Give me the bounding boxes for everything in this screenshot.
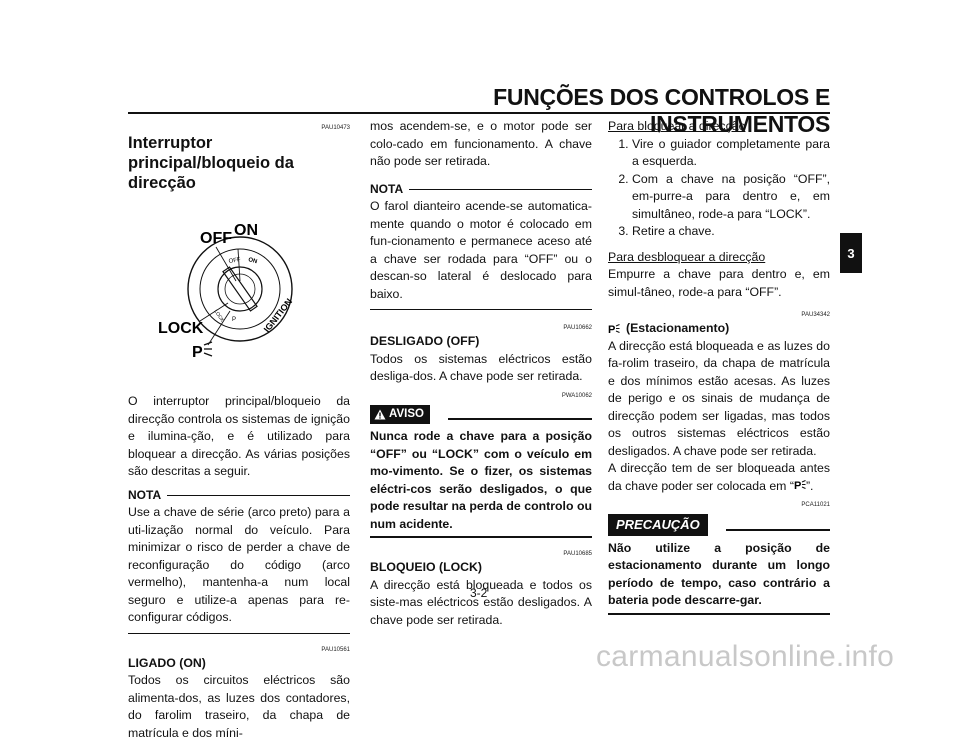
intro-paragraph: O interruptor principal/bloqueio da dire… [128, 394, 350, 478]
section-code: PCA11021 [801, 502, 830, 508]
parking-text-2-b: ”. [805, 478, 814, 493]
aviso-rule [447, 418, 592, 421]
off-title: DESLIGADO (OFF) [370, 334, 480, 348]
column-2: mos acendem-se, e o motor pode ser colo-… [370, 118, 592, 629]
on-title: LIGADO (ON) [128, 655, 206, 670]
section-title: Interruptor principal/bloqueio da direcç… [128, 134, 294, 192]
column-3: Para bloquear a direcção Vire o guiador … [608, 118, 830, 615]
precaucao-text: Não utilize a posição de estacionamento … [608, 540, 830, 608]
page-number: 3-2 [470, 586, 488, 600]
watermark[interactable]: carmanualsonline.info [596, 640, 895, 673]
precaucao-badge: PRECAUÇÃO [608, 514, 708, 536]
nota-rule [409, 188, 592, 190]
parking-title: (Estacionamento) [626, 321, 730, 335]
parking-icon: P [608, 324, 620, 334]
on-text: Todos os circuitos eléctricos são alimen… [128, 673, 350, 740]
nota-end-rule [370, 309, 592, 310]
section-code: PAU34342 [801, 312, 830, 318]
section-code: PWA10062 [561, 392, 592, 399]
page-header-title: FUNÇÕES DOS CONTROLOS E INSTRUMENTOS [493, 84, 830, 137]
label-on: ON [234, 222, 258, 239]
label-parking: P [192, 344, 203, 361]
parking-icon: P [794, 480, 806, 492]
aviso-label: AVISO [389, 407, 424, 420]
parking-title-row: P (Estacionamento) [608, 320, 830, 338]
chapter-tab[interactable]: 3 [840, 233, 862, 273]
parking-text: A direcção está bloqueada e as luzes do … [608, 338, 830, 458]
precaucao-end-rule [608, 612, 830, 615]
ignition-switch-illustration: OFF ON LOCK P IGNITION OFF ON LOCK P [158, 222, 294, 361]
section-code: PAU10561 [321, 646, 350, 653]
unlock-steering-heading: Para desbloquear a direcção [608, 249, 766, 264]
unlock-text: Empurre a chave para dentro e, em simul-… [608, 267, 830, 299]
list-item: Com a chave na posição “OFF”, em-purre-a… [632, 171, 830, 224]
off-text: Todos os sistemas eléctricos estão desli… [370, 351, 592, 384]
parking-text-2-a: A direcção tem de ser bloqueada antes da… [608, 461, 830, 493]
ring-label-p: P [232, 317, 236, 323]
precaucao-rule [725, 528, 830, 531]
nota-header: NOTA [370, 181, 592, 199]
nota-rule [167, 494, 350, 496]
lock-steering-heading: Para bloquear a direcção [608, 119, 746, 133]
section-code: PAU10473 [321, 125, 350, 131]
parking-text-2: A direcção tem de ser bloqueada antes da… [608, 460, 830, 495]
nota-label: NOTA [370, 181, 404, 196]
ignition-switch-diagram: OFF ON LOCK P IGNITION OFF ON LOCK P [128, 193, 350, 393]
nota-end-rule [128, 632, 350, 634]
nota-header: NOTA [128, 487, 350, 505]
nota-label: NOTA [128, 487, 162, 502]
ring-label-off: OFF [228, 257, 241, 265]
aviso-text: Nunca rode a chave para a posição “OFF” … [370, 429, 592, 531]
aviso-end-rule [370, 536, 592, 538]
list-item: Retire a chave. [632, 223, 830, 241]
lock-text: A direcção está bloqueada e todos os sis… [370, 577, 592, 627]
label-lock: LOCK [158, 320, 204, 337]
lock-title: BLOQUEIO (LOCK) [370, 560, 483, 574]
nota-text: O farol dianteiro acende-se automatica-m… [370, 199, 592, 301]
column-1: PAU10473 Interruptor principal/bloqueio … [128, 118, 350, 742]
precaucao-header: PRECAUÇÃO [608, 514, 830, 536]
svg-text:P: P [608, 324, 615, 334]
nota-text: Use a chave de série (arco preto) para a… [128, 505, 350, 624]
warning-triangle-icon [374, 409, 386, 420]
aviso-badge: AVISO [370, 404, 430, 424]
ring-label-on: ON [247, 257, 257, 265]
aviso-header: AVISO [370, 404, 592, 424]
section-code: PAU10662 [563, 325, 592, 331]
lock-steps-list: Vire o guiador completamente para a esqu… [608, 136, 830, 241]
label-off: OFF [200, 230, 232, 247]
list-item: Vire o guiador completamente para a esqu… [632, 136, 830, 171]
on-text-continued: mos acendem-se, e o motor pode ser colo-… [370, 119, 592, 168]
parking-icon [203, 341, 213, 357]
section-code: PAU10685 [563, 551, 592, 557]
header-rule [128, 112, 830, 114]
svg-text:P: P [794, 480, 801, 490]
